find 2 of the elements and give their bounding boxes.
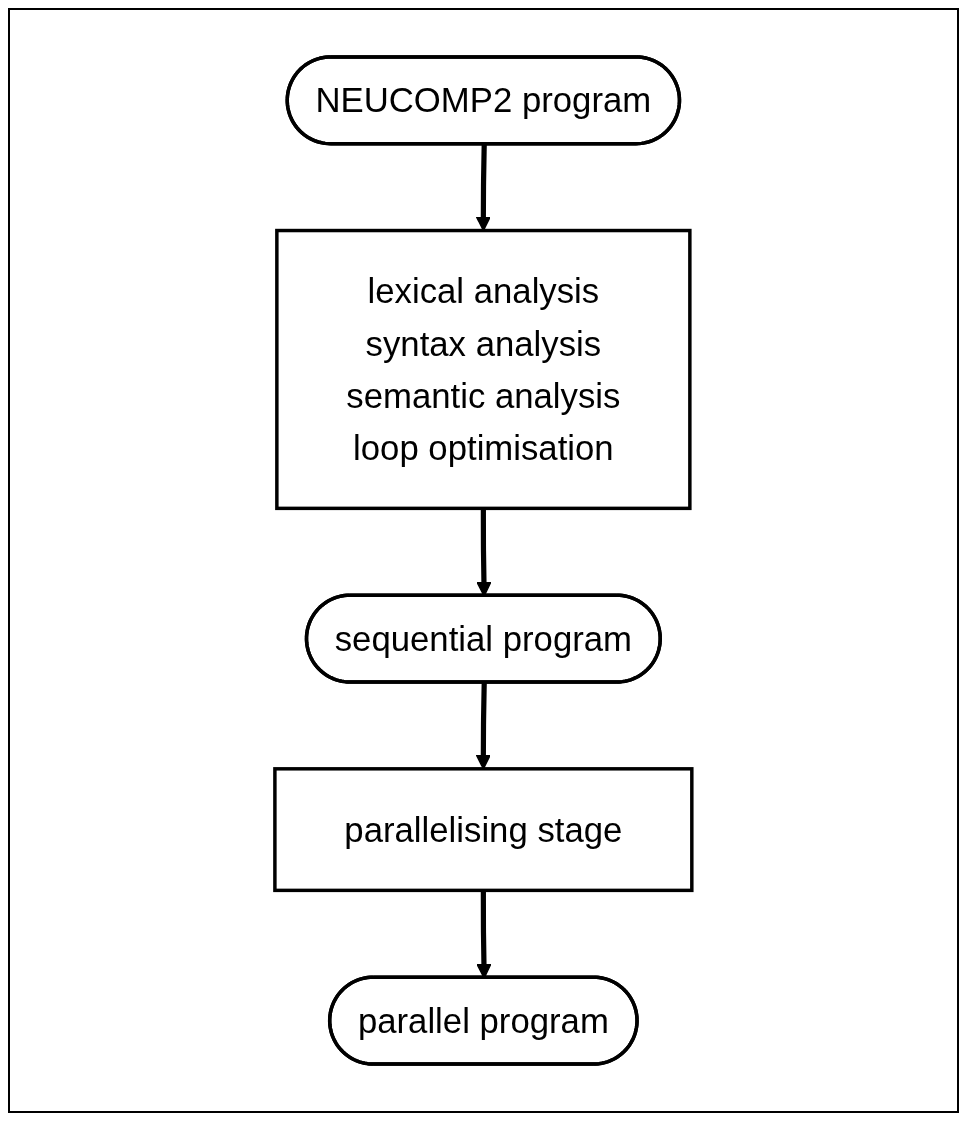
node-box: parallelising stage — [273, 767, 694, 893]
node-box: lexical analysis syntax analysis semantic analysis loop optimisation — [275, 228, 692, 511]
